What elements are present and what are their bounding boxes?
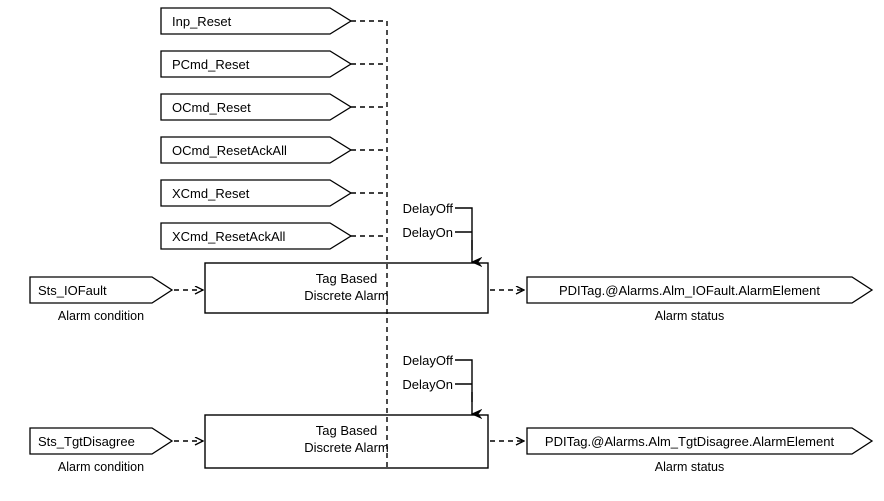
- alarm-block-1: [204, 414, 489, 469]
- condition-caption-1: Alarm condition: [57, 460, 145, 474]
- alarm-block-line2-1: Discrete Alarm: [304, 440, 389, 455]
- delay-on-label-1: DelayOn: [402, 377, 453, 392]
- condition-caption-0: Alarm condition: [57, 309, 145, 323]
- reset-input-shapes: [160, 7, 353, 250]
- reset-tag-shape-1: [160, 50, 353, 78]
- condition-tag-label-1: Sts_TgtDisagree: [38, 434, 135, 449]
- alarm-block-line1-1: Tag Based: [315, 423, 378, 438]
- status-tag-shape-0: [526, 276, 874, 304]
- delay-connectors-0: [455, 207, 472, 262]
- reset-tag-label-1: PCmd_Reset: [172, 57, 250, 72]
- reset-tag-shape-2: [160, 93, 353, 121]
- reset-bus-lines: [351, 20, 388, 468]
- delay-off-label-0: DelayOff: [402, 201, 453, 216]
- status-tag-label-0: PDITag.@Alarms.Alm_IOFault.AlarmElement: [559, 283, 820, 298]
- status-caption-1: Alarm status: [654, 460, 725, 474]
- reset-tag-label-3: OCmd_ResetAckAll: [172, 143, 287, 158]
- status-caption-0: Alarm status: [654, 309, 725, 323]
- reset-tag-label-5: XCmd_ResetAckAll: [172, 229, 286, 244]
- delay-on-label-0: DelayOn: [402, 225, 453, 240]
- alarm-block-line2-0: Discrete Alarm: [304, 288, 389, 303]
- reset-tag-shape-0: [160, 7, 353, 35]
- alarm-block-0: [204, 262, 489, 314]
- delay-off-label-1: DelayOff: [402, 353, 453, 368]
- alarm-block-line1-0: Tag Based: [315, 271, 378, 286]
- reset-tag-label-4: XCmd_Reset: [172, 186, 250, 201]
- reset-tag-label-0: Inp_Reset: [172, 14, 232, 29]
- condition-tag-shape-0: [29, 276, 174, 304]
- reset-tag-shape-4: [160, 179, 353, 207]
- reset-tag-shape-5: [160, 222, 353, 250]
- status-tag-label-1: PDITag.@Alarms.Alm_TgtDisagree.AlarmElem…: [544, 434, 835, 449]
- condition-tag-label-0: Sts_IOFault: [38, 283, 107, 298]
- status-tag-shape-1: [526, 427, 874, 455]
- condition-tag-shape-1: [29, 427, 174, 455]
- reset-tag-label-2: OCmd_Reset: [172, 100, 251, 115]
- reset-tag-shape-3: [160, 136, 353, 164]
- delay-connectors-1: [455, 359, 472, 414]
